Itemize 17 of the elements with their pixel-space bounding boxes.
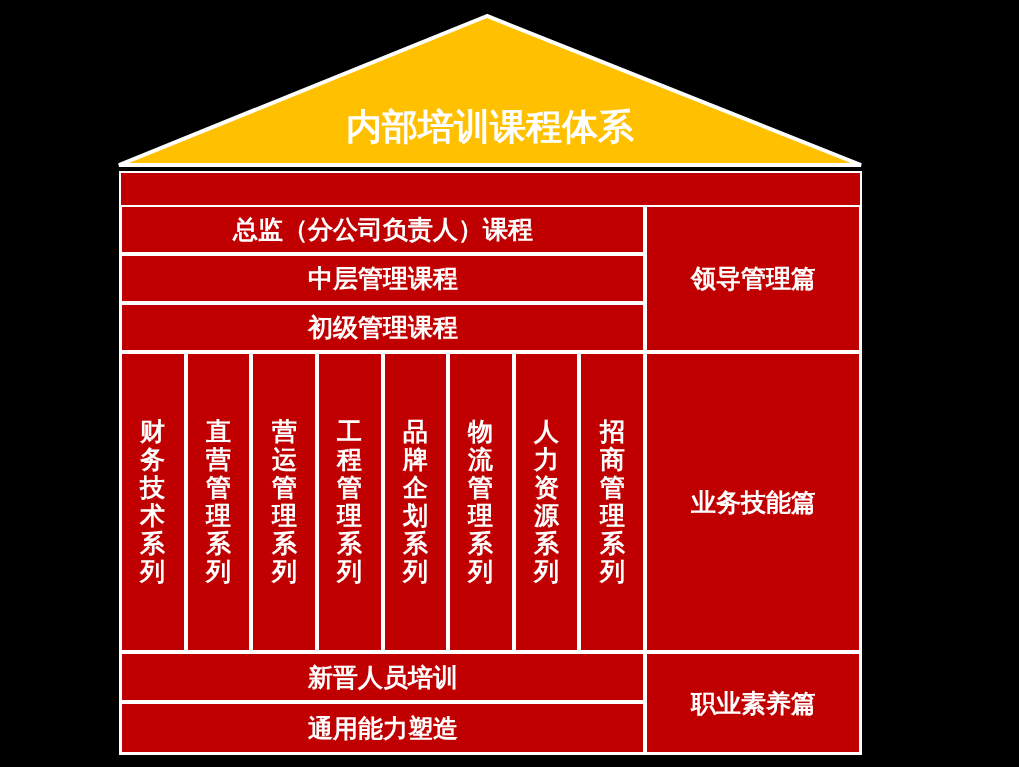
course-panel: 业务技能篇: [645, 352, 861, 652]
course-panel: 职业素养篇: [645, 652, 861, 754]
course-series-column: 人力资源系列: [513, 352, 580, 652]
course-panel: 初级管理课程: [120, 303, 645, 352]
course-panel: 领导管理篇: [645, 205, 861, 352]
course-panel: 通用能力塑造: [120, 702, 645, 754]
course-series-column: 物流管理系列: [448, 352, 514, 652]
course-series-column: 营运管理系列: [251, 352, 317, 652]
roof-title: 内部培训课程体系: [345, 105, 635, 149]
course-panel: 总监（分公司负责人）课程: [120, 205, 645, 254]
course-panel: 新晋人员培训: [120, 652, 645, 702]
course-panel: 中层管理课程: [120, 254, 645, 303]
course-series-column: 财务技术系列: [120, 352, 186, 652]
course-series-column: 工程管理系列: [316, 352, 383, 652]
course-series-column: 直营管理系列: [185, 352, 252, 652]
course-series-column: 品牌企划系列: [382, 352, 449, 652]
course-series-column: 招商管理系列: [579, 352, 645, 652]
